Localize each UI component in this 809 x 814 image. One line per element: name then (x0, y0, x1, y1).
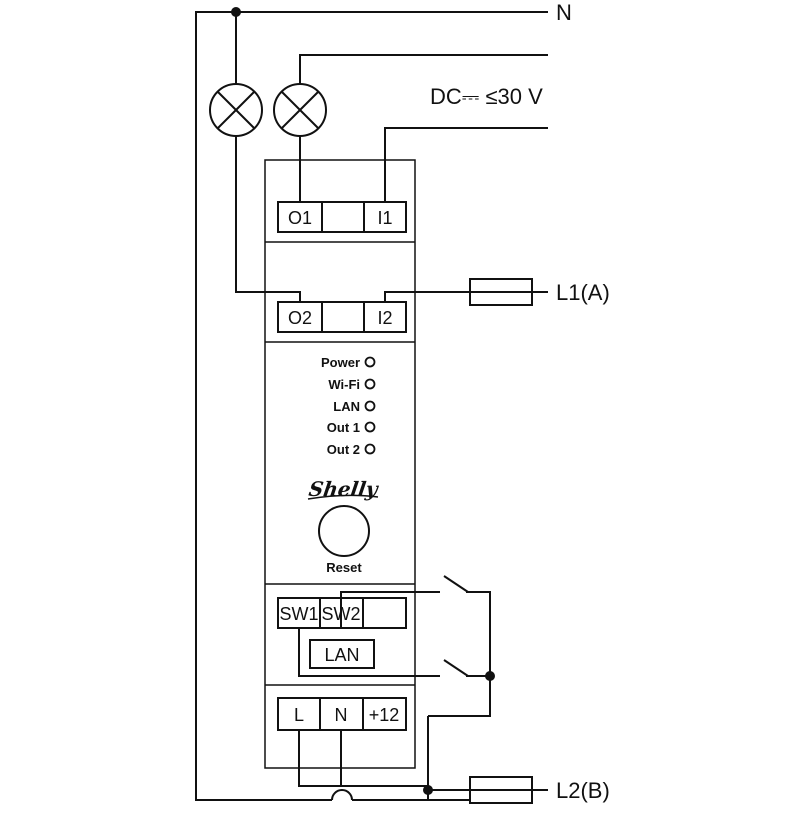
lan-port-label: LAN (324, 645, 359, 665)
terminal-n-label: N (335, 705, 348, 725)
brand-logo-underline (307, 494, 379, 500)
wire-dc-lamp2 (299, 54, 548, 84)
terminal-sw1-label: SW1 (279, 604, 318, 624)
led-power-label: Power (321, 355, 360, 370)
l1-label: L1(A) (556, 280, 610, 305)
terminal-middle-blank (321, 301, 365, 333)
terminal-plus12-label: +12 (369, 705, 400, 725)
terminal-o2-label: O2 (288, 308, 312, 328)
lan-port (309, 639, 375, 669)
neutral-label: N (556, 0, 572, 25)
switch-2-icon (443, 659, 469, 677)
terminal-i2-label: I2 (377, 308, 392, 328)
wire-i2-fuse (384, 291, 470, 302)
led-power-indicator (364, 356, 376, 368)
lamp-1-icon (209, 83, 263, 137)
wire-lamp1-o2 (235, 136, 301, 302)
wire-switch-common-l2 (428, 676, 491, 717)
fuse-l1-icon (469, 278, 533, 306)
led-out1-label: Out 1 (327, 420, 360, 435)
fuse-l2-icon (469, 776, 533, 804)
terminal-block-top: O1 I1 (277, 201, 407, 233)
terminal-l-label: L (294, 705, 304, 725)
terminal-switch-blank (362, 597, 407, 629)
terminal-o1 (277, 201, 323, 233)
wire-switch1-common (466, 591, 491, 676)
terminal-i1-label: I1 (377, 208, 392, 228)
wire-l-terminal (298, 730, 428, 787)
switch-1-icon (443, 575, 469, 593)
terminal-n (319, 697, 364, 731)
terminal-i1 (363, 201, 407, 233)
terminal-top-blank (321, 201, 365, 233)
led-lan-indicator (364, 400, 376, 412)
led-wifi-label: Wi-Fi (328, 377, 360, 392)
wire-i1 (384, 127, 548, 202)
led-panel: Power Wi-Fi LAN Out 1 Out 2 (321, 355, 376, 457)
terminal-plus12 (362, 697, 407, 731)
reset-button[interactable] (318, 505, 370, 557)
wire-crossover-hop (331, 789, 353, 801)
terminal-o2 (277, 301, 323, 333)
led-out1-indicator (364, 421, 376, 433)
wire-sw1-switch (298, 628, 440, 677)
reset-label: Reset (326, 560, 362, 575)
led-out2-indicator (364, 443, 376, 455)
l2-label: L2(B) (556, 778, 610, 803)
wire-sw2-switch (340, 591, 440, 628)
led-out2-label: Out 2 (327, 442, 360, 457)
terminal-block-power: L N +12 (277, 697, 407, 731)
terminal-block-middle: O2 I2 (277, 301, 407, 333)
dc-supply-label: DC⎓ ≤30 V (430, 84, 543, 109)
neutral-line (195, 7, 548, 801)
lamp-2-icon (273, 83, 327, 137)
led-wifi-indicator (364, 378, 376, 390)
terminal-o1-label: O1 (288, 208, 312, 228)
led-lan-label: LAN (333, 399, 360, 414)
